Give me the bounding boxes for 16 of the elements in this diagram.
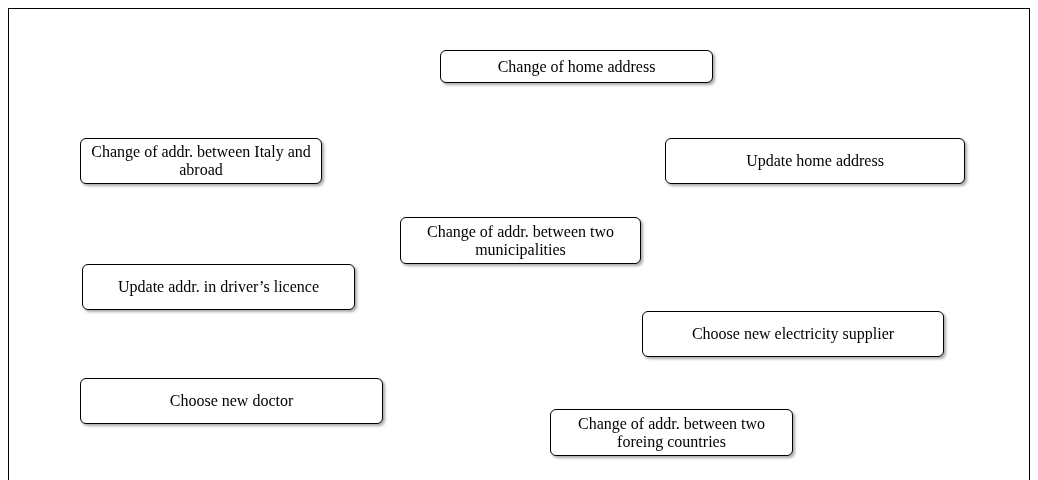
box-label: Change of home address xyxy=(497,57,656,76)
box-label: Change of addr. between two foreing countries xyxy=(576,414,767,451)
process-box xyxy=(82,264,355,310)
process-box xyxy=(440,50,713,83)
box-label: Update addr. in driver’s licence xyxy=(118,278,319,296)
process-box xyxy=(400,217,641,264)
box-label: Choose new doctor xyxy=(169,392,294,410)
process-box xyxy=(665,138,965,184)
box-label: Choose new electricity supplier xyxy=(691,325,895,343)
process-box xyxy=(80,138,322,184)
process-box xyxy=(550,409,793,456)
box-label: Change of addr. between two municipalities xyxy=(425,222,616,259)
box-label: Update home address xyxy=(746,152,884,170)
box-label: Change of addr. between Italy and abroad xyxy=(90,143,312,179)
process-box xyxy=(80,378,383,424)
process-box xyxy=(642,311,944,357)
